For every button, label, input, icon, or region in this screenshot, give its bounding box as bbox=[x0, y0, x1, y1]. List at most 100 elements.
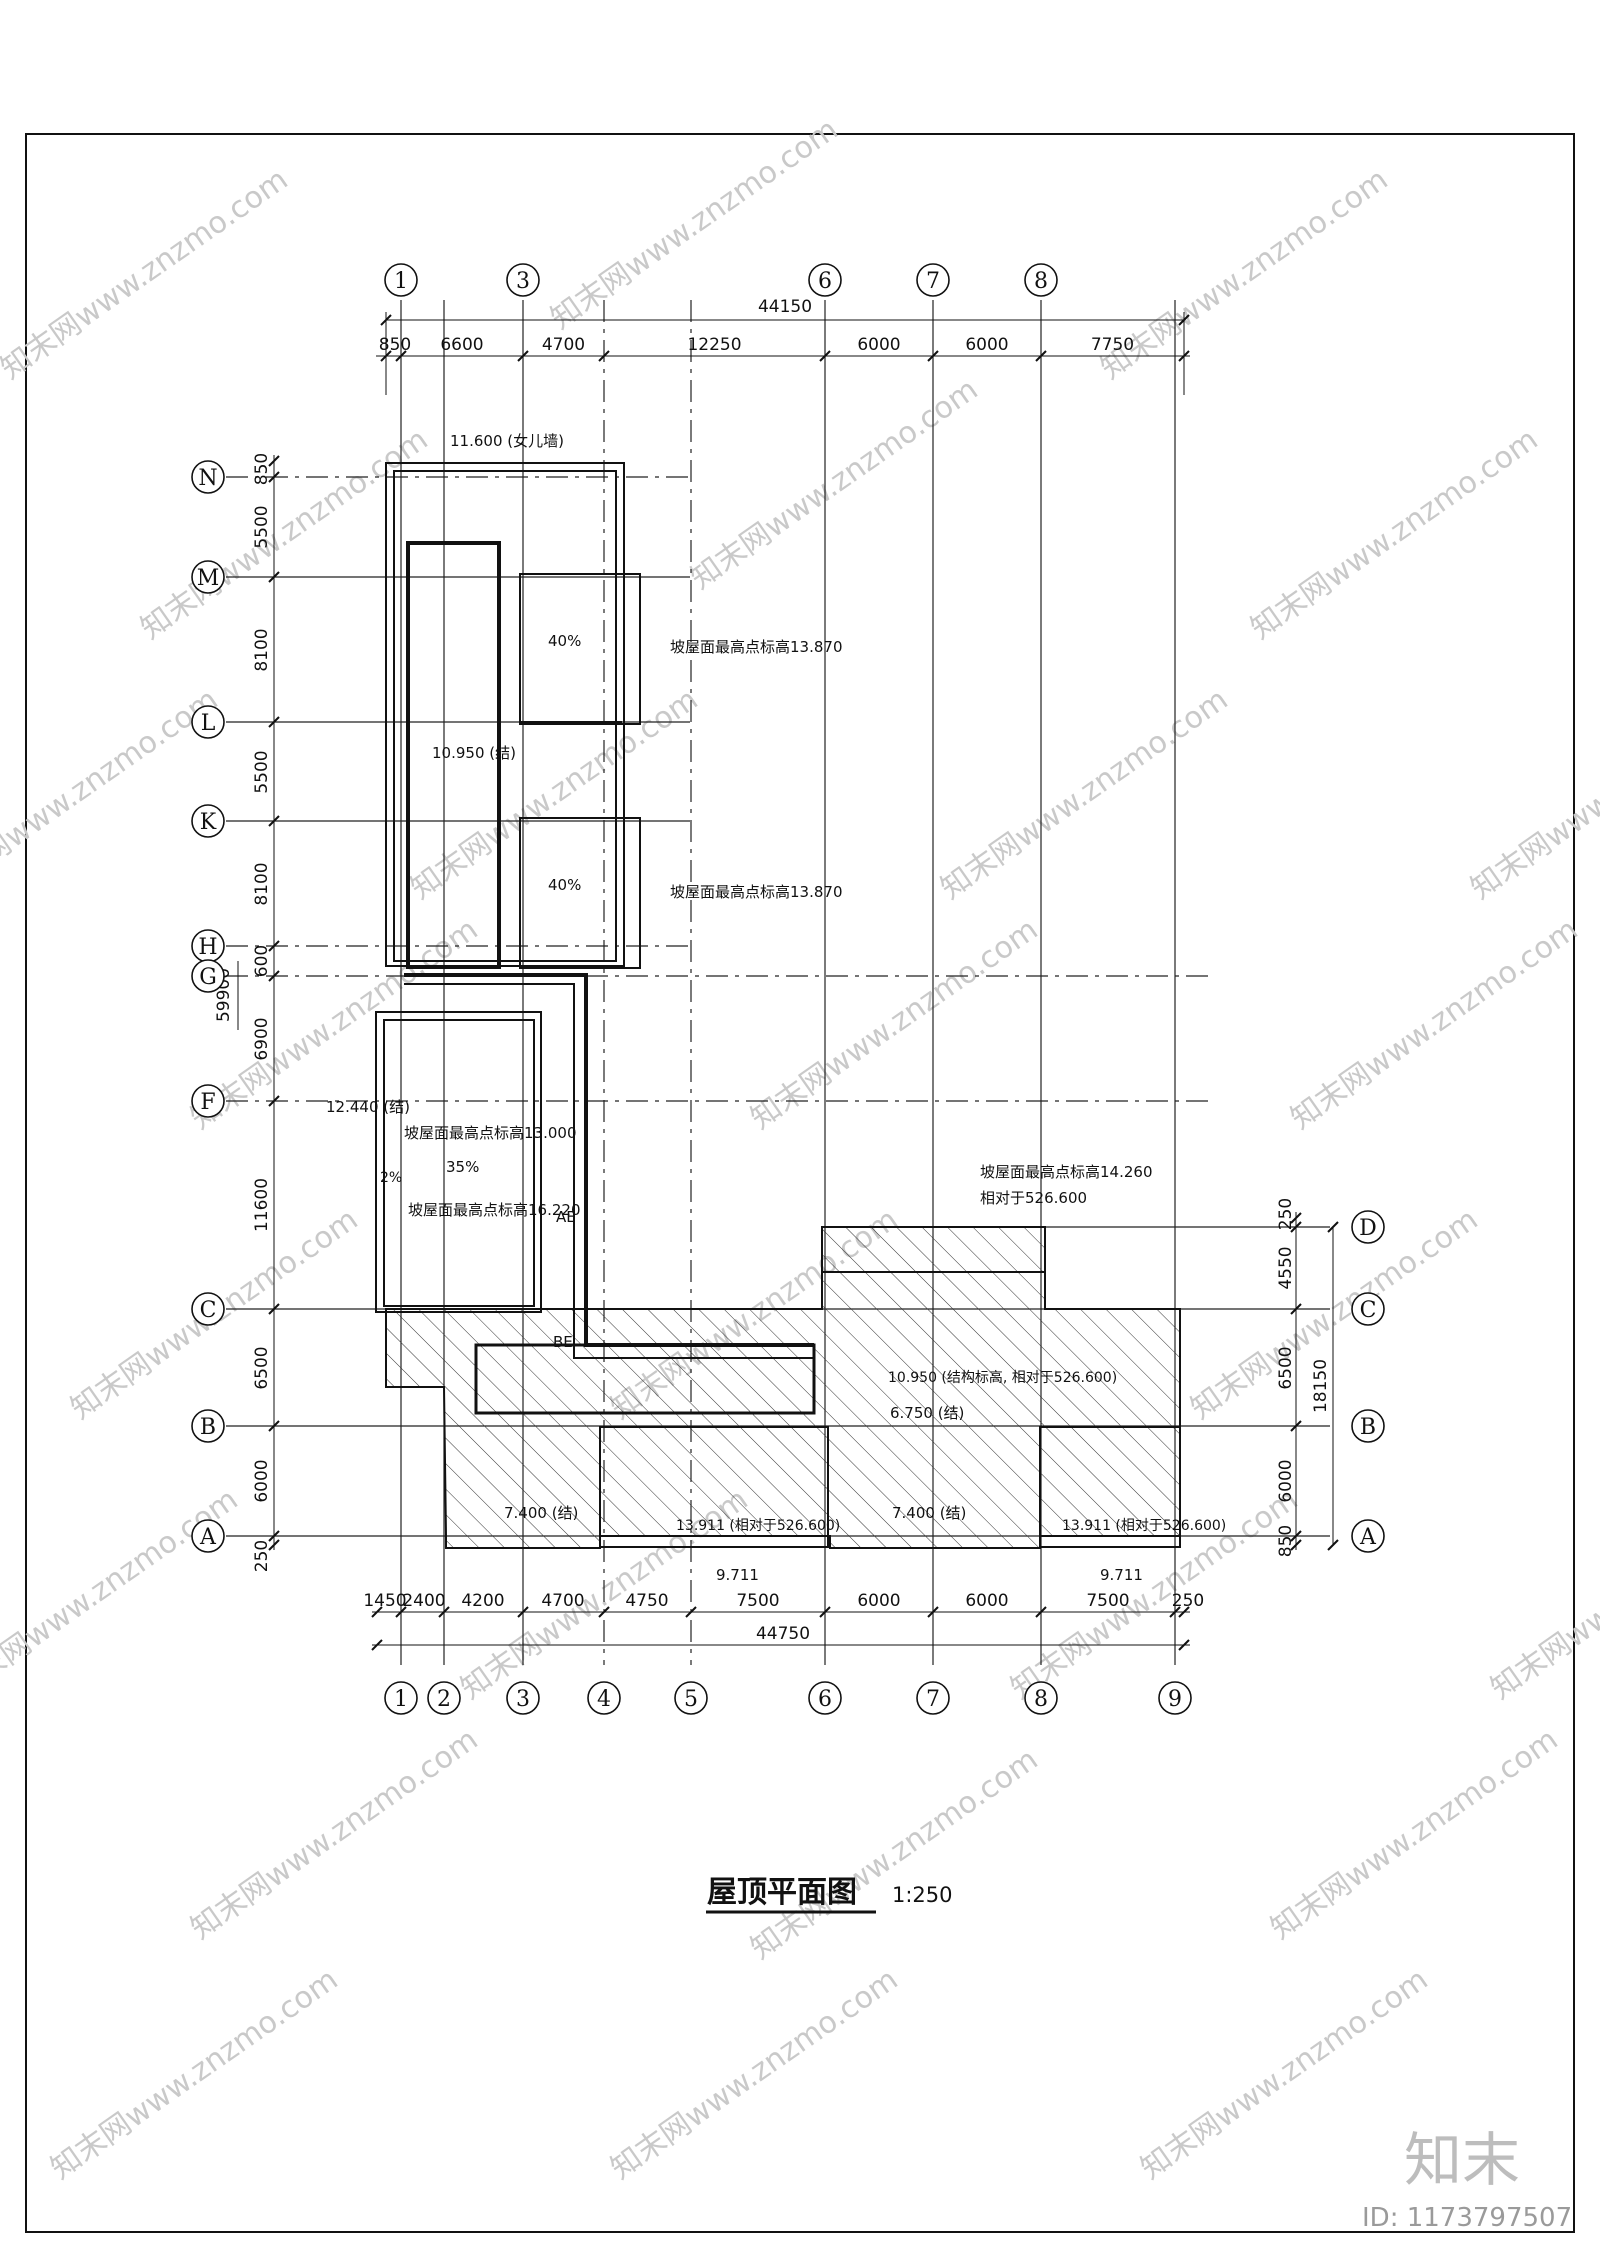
dim-bottom-segment-text: 4750 bbox=[625, 1591, 668, 1611]
elev-label-9711-a: 9.711 bbox=[716, 1566, 759, 1584]
dim-tick bbox=[1290, 1303, 1302, 1315]
axis-top-3-label: 3 bbox=[516, 269, 530, 294]
axis-bottom-2-circle bbox=[427, 1681, 461, 1715]
axis-bottom-3-label: 3 bbox=[516, 1687, 530, 1712]
drawing-title-block: 屋顶平面图 1:250 bbox=[706, 1875, 953, 1914]
axis-right-B-circle bbox=[1351, 1409, 1385, 1443]
slope-label-mid: 35% bbox=[446, 1158, 479, 1176]
dim-bottom-segment-text: 6000 bbox=[857, 1591, 900, 1611]
dim-tick bbox=[819, 350, 831, 362]
dim-tick bbox=[1178, 350, 1190, 362]
axis-bottom-7-circle bbox=[916, 1681, 950, 1715]
axis-bottom-8-label: 8 bbox=[1034, 1687, 1048, 1712]
axis-left-N-circle bbox=[191, 460, 225, 494]
axis-bottom-9-label: 9 bbox=[1168, 1687, 1182, 1712]
dim-tick bbox=[268, 471, 280, 483]
slope-roof-lower bbox=[519, 817, 641, 969]
axis-bottom-3-circle bbox=[506, 1681, 540, 1715]
axis-right-A-label: A bbox=[1359, 1525, 1377, 1550]
parapet-label: 11.600 (女儿墙) bbox=[450, 432, 564, 450]
drawing-title: 屋顶平面图 bbox=[707, 1875, 857, 1910]
axis-right-A-circle bbox=[1351, 1519, 1385, 1553]
watermark-text: 知末网www.znzmo.com bbox=[0, 682, 224, 907]
dim-tick bbox=[517, 350, 529, 362]
axis-bottom-4-circle bbox=[587, 1681, 621, 1715]
axis-bottom-4-label: 4 bbox=[597, 1687, 611, 1712]
elev-label-9711-b: 9.711 bbox=[1100, 1566, 1143, 1584]
dim-tick bbox=[371, 1639, 383, 1651]
dim-tick bbox=[380, 350, 392, 362]
axis-right-D-label: D bbox=[1359, 1216, 1377, 1241]
axis-bottom-9-circle bbox=[1158, 1681, 1192, 1715]
axis-left-H-label: H bbox=[198, 935, 217, 960]
dim-top-segment-text: 6000 bbox=[857, 335, 900, 355]
building-outlines bbox=[375, 462, 1046, 1359]
dim-top-total-text: 44150 bbox=[758, 297, 812, 317]
brand-corner: 知末 ID: 1173797507 bbox=[1362, 2126, 1572, 2233]
axis-right-C-label: C bbox=[1360, 1298, 1377, 1323]
watermark-text: 知末网www.znzmo.com bbox=[1485, 1482, 1600, 1707]
watermark-text: 知末网www.znzmo.com bbox=[745, 912, 1045, 1137]
dim-tick bbox=[438, 1606, 450, 1618]
dim-tick bbox=[1169, 1606, 1181, 1618]
dim-top-segment-text: 850 bbox=[379, 335, 411, 355]
dim-top-segment-text: 4700 bbox=[542, 335, 585, 355]
dim-tick bbox=[1290, 1420, 1302, 1432]
axis-bottom-8-circle bbox=[1024, 1681, 1058, 1715]
axis-left-F-label: F bbox=[200, 1090, 215, 1115]
dim-tick bbox=[1178, 1639, 1190, 1651]
dim-top-segment-text: 6600 bbox=[440, 335, 483, 355]
axis-right-B-label: B bbox=[1360, 1415, 1376, 1440]
axis-top-8-circle bbox=[1024, 263, 1058, 297]
dim-tick bbox=[268, 1095, 280, 1107]
watermark-text: 知末网www.znzmo.com bbox=[185, 1722, 485, 1947]
watermark-text: 知末网www.znzmo.com bbox=[1185, 1202, 1485, 1427]
dim-left-segment-text: 6000 bbox=[252, 1459, 272, 1502]
slope-roof-upper bbox=[519, 573, 641, 725]
elev-label-6750: 6.750 (结) bbox=[890, 1404, 964, 1422]
dim-tick bbox=[268, 970, 280, 982]
dim-tick bbox=[268, 716, 280, 728]
slope-label-small: 2% bbox=[380, 1170, 402, 1186]
east-raised-roof bbox=[821, 1226, 1046, 1273]
dim-left-segment-text: 5500 bbox=[252, 750, 272, 793]
elev-label-13911-a: 13.911 (相对于526.600) bbox=[676, 1518, 840, 1534]
dim-top-segment-text: 7750 bbox=[1091, 335, 1134, 355]
dim-left-segment-text: 850 bbox=[252, 453, 272, 485]
dim-left-segment-text: 250 bbox=[252, 1540, 272, 1572]
drawing-scale: 1:250 bbox=[892, 1883, 953, 1907]
dim-right-segment-text: 4550 bbox=[1276, 1246, 1296, 1289]
axis-left-K-circle bbox=[191, 804, 225, 838]
axis-top-7-circle bbox=[916, 263, 950, 297]
watermark-text: 知末网www.znzmo.com bbox=[1285, 912, 1585, 1137]
dim-tick bbox=[927, 350, 939, 362]
dim-tick bbox=[268, 1303, 280, 1315]
watermark-text: 知末网www.znzmo.com bbox=[685, 372, 985, 597]
dim-top-segment-text: 6000 bbox=[965, 335, 1008, 355]
watermark-text: 知末网www.znzmo.com bbox=[45, 1962, 345, 2187]
dim-tick bbox=[371, 1606, 383, 1618]
axis-left-G-label: G bbox=[199, 965, 217, 990]
axis-left-B-circle bbox=[191, 1409, 225, 1443]
axis-bottom-6-label: 6 bbox=[818, 1687, 832, 1712]
axis-left-C-label: C bbox=[200, 1298, 217, 1323]
elev-label-7400-a: 7.400 (结) bbox=[504, 1504, 578, 1522]
axis-top-6-circle bbox=[808, 263, 842, 297]
sheet-border bbox=[25, 133, 1575, 2233]
north-wing-outline bbox=[385, 462, 625, 967]
mid-slope-inner bbox=[383, 1019, 535, 1307]
dim-bottom-segment-text: 7500 bbox=[1086, 1591, 1129, 1611]
axis-top-8-label: 8 bbox=[1034, 269, 1048, 294]
dim-bottom-segment-text: 4200 bbox=[461, 1591, 504, 1611]
axis-top-1-label: 1 bbox=[394, 269, 408, 294]
axis-bottom-5-circle bbox=[674, 1681, 708, 1715]
dim-tick bbox=[268, 571, 280, 583]
dim-tick bbox=[819, 1606, 831, 1618]
axis-left-N-label: N bbox=[198, 466, 217, 491]
elev-label-12440: 12.440 (结) bbox=[326, 1098, 410, 1116]
ridge-label-4: 坡屋面最高点标高16.220 bbox=[408, 1201, 581, 1219]
dim-tick bbox=[268, 1530, 280, 1542]
axis-left-L-circle bbox=[191, 705, 225, 739]
